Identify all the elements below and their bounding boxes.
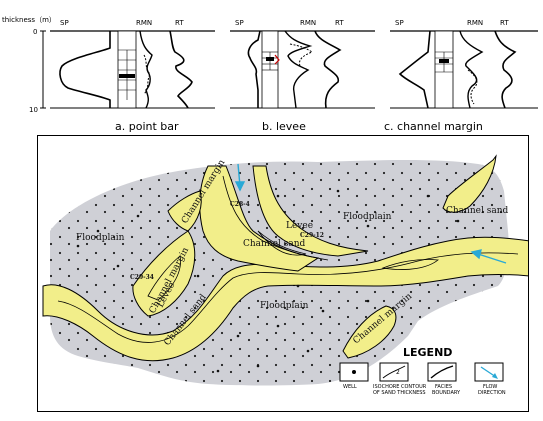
legend-facies-label-1: FACIES: [435, 384, 452, 390]
label-well-c29-34: C29-34: [130, 274, 154, 281]
label-well-c29-12: C29-12: [300, 232, 324, 239]
label-channel-sand-ne: Channel sand: [446, 206, 508, 216]
legend-isochore-label-2: OF SAND THICKNESS: [373, 390, 426, 396]
facies-map-drawing: Floodplain Floodplain Floodplain Channel…: [42, 154, 528, 396]
tick-0: 0: [33, 28, 37, 36]
channel-sand-belt: [42, 236, 528, 362]
legend: LEGEND 2 WELL ISOCHORE CONTOUR OF SAND T…: [339, 346, 506, 396]
flow-arrows: [234, 163, 507, 264]
legend-title: LEGEND: [403, 346, 452, 359]
rt-header: RT: [500, 19, 509, 27]
legend-well-label: WELL: [343, 384, 357, 390]
sp-header: SP: [235, 19, 244, 27]
sp-header: SP: [60, 19, 69, 27]
facies-map: Floodplain Floodplain Floodplain Channel…: [37, 135, 529, 412]
label-floodplain-ne: Floodplain: [343, 212, 392, 222]
caption-point-bar: a. point bar: [115, 120, 179, 133]
log-panel-levee: SP RMN RT: [230, 19, 375, 109]
svg-text:2: 2: [396, 369, 400, 376]
rmn-header: RMN: [467, 19, 483, 27]
well-points: [76, 189, 460, 373]
thickness-axis-label: thickness（m）: [2, 16, 56, 24]
caption-channel-margin: c. channel margin: [384, 120, 483, 133]
channel-margin-south: [342, 305, 397, 359]
legend-well-symbol: [352, 370, 356, 374]
legend-isochore-label-1: ISOCHORE CONTOUR: [373, 384, 427, 390]
label-levee-north: Levee: [286, 221, 313, 231]
rt-header: RT: [175, 19, 184, 27]
label-floodplain-south: Floodplain: [260, 301, 309, 311]
legend-flow-label-2: DIRECTION: [478, 390, 506, 396]
label-channel-sand-center: Channel sand: [243, 239, 305, 249]
label-floodplain-west: Floodplain: [76, 233, 125, 243]
channel-sand-tributary: [199, 165, 320, 272]
rt-header: RT: [335, 19, 344, 27]
log-panel-point-bar: SP RMN RT: [50, 19, 215, 109]
channel-sand-ne: [442, 154, 497, 213]
sp-header: SP: [395, 19, 404, 27]
well-log-panels: thickness（m） 0 10 SP RMN RT SP RMN RT: [2, 16, 538, 114]
rmn-header: RMN: [300, 19, 316, 27]
tick-10: 10: [29, 106, 38, 114]
log-panel-channel-margin: SP RMN RT: [390, 19, 538, 109]
caption-levee: b. levee: [262, 120, 306, 133]
legend-flow-label-1: FLOW: [483, 384, 497, 390]
legend-facies-label-2: BOUNDARY: [432, 390, 461, 396]
label-well-c28-4: C28-4: [230, 201, 250, 208]
rmn-header: RMN: [136, 19, 152, 27]
